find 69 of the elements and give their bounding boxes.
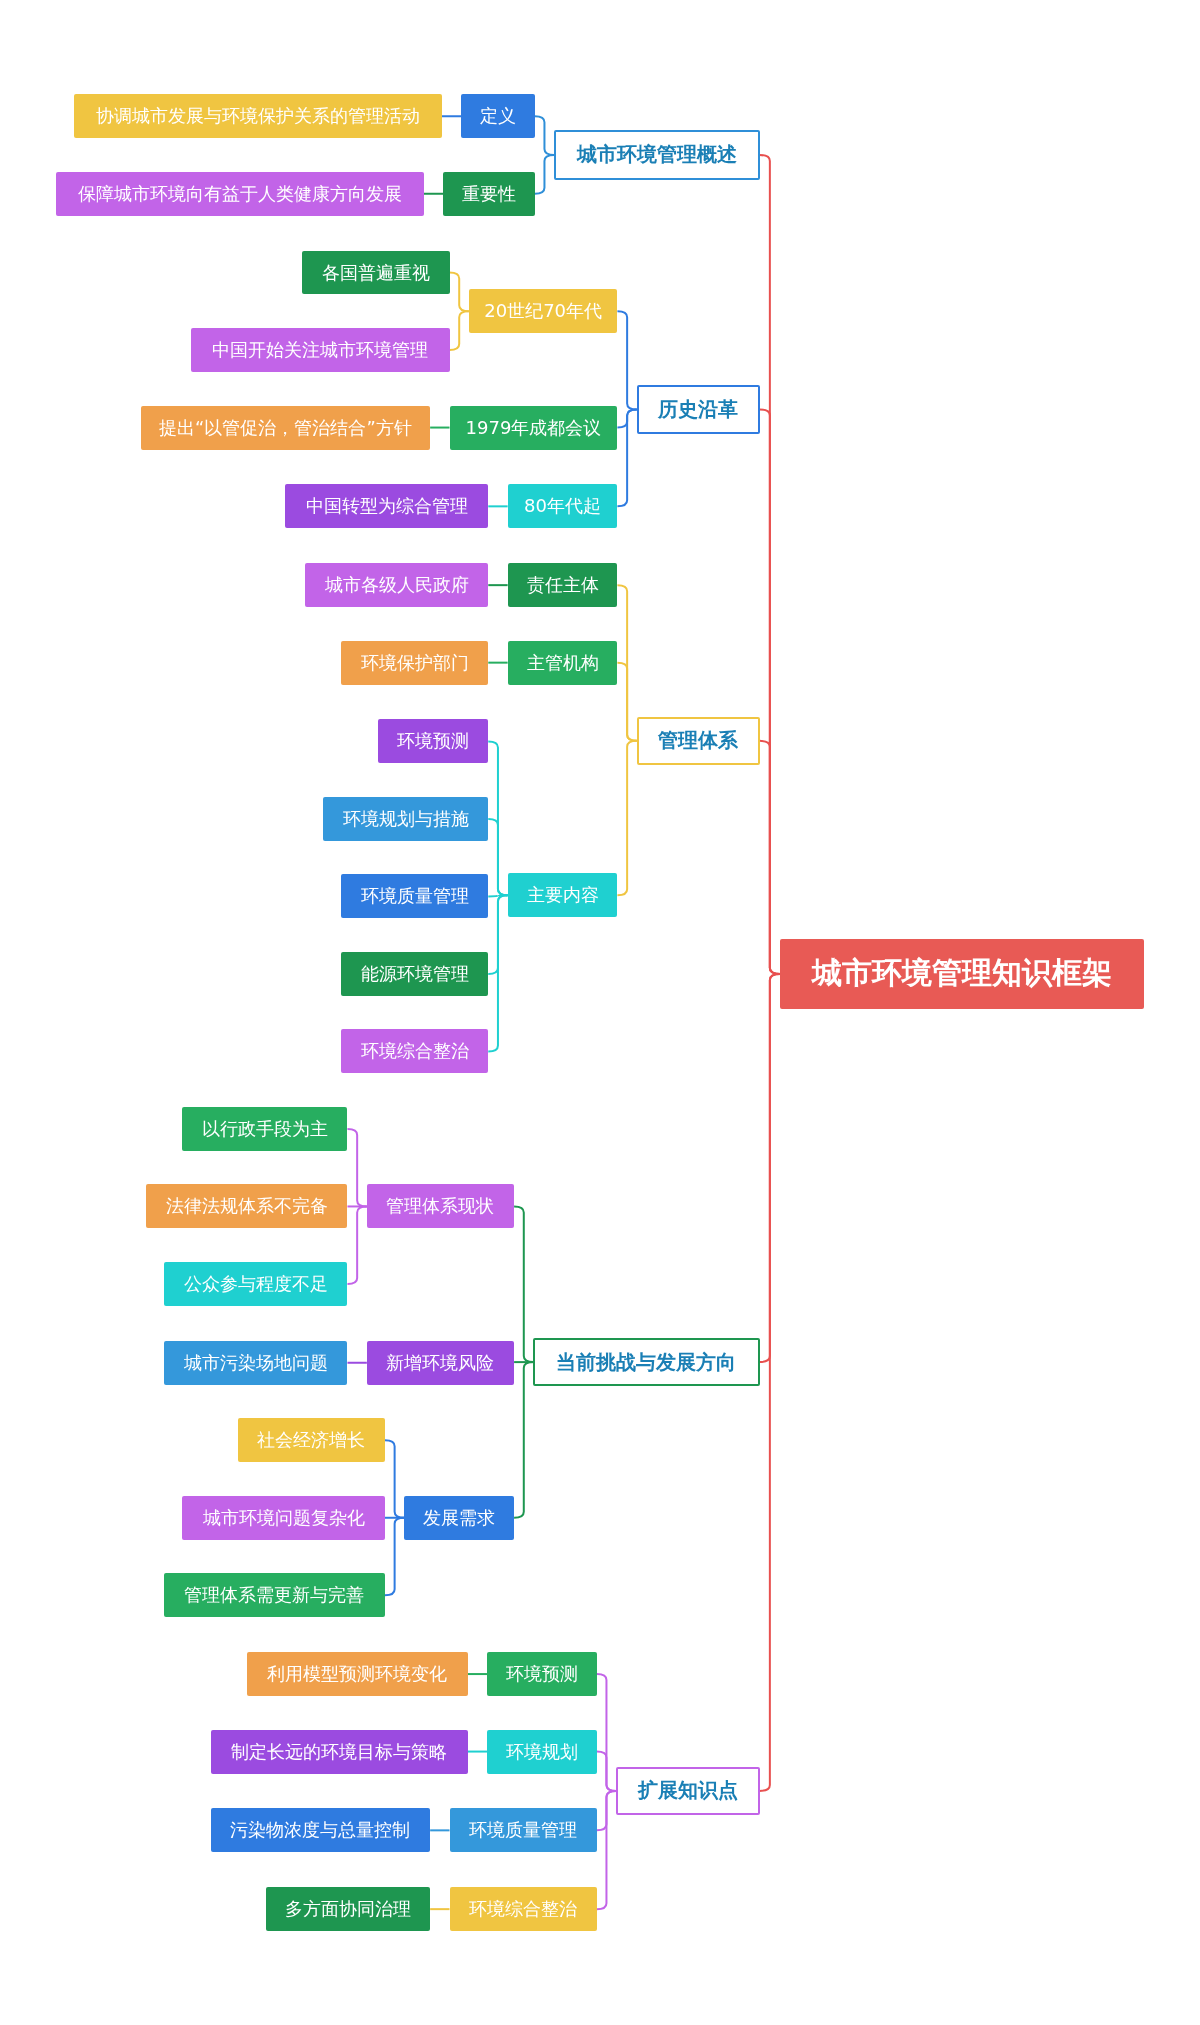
subtopic-box: 环境规划与措施	[322, 797, 489, 841]
subtopic-box: 管理体系现状	[366, 1184, 515, 1229]
subtopic-box: 定义	[461, 94, 535, 139]
subtopic-box: 重要性	[443, 171, 535, 216]
subtopic-box: 环境规划	[486, 1729, 597, 1774]
subtopic-box: 法律法规体系不完备	[145, 1184, 348, 1229]
subtopic-box: 社会经济增长	[237, 1418, 385, 1463]
root-topic-box: 城市环境管理知识框架	[780, 939, 1145, 1009]
subtopic-box: 能源环境管理	[341, 952, 489, 996]
topic-box: 扩展知识点	[616, 1767, 760, 1815]
connector-line	[616, 310, 638, 411]
connector-line	[448, 310, 470, 352]
connector-line	[533, 154, 556, 195]
subtopic-box: 环境预测	[486, 1652, 597, 1696]
subtopic-box: 20世纪70年代	[468, 289, 618, 334]
connector-line	[346, 1205, 368, 1208]
connector-line	[422, 192, 445, 195]
connector-line	[487, 661, 509, 664]
connector-line	[429, 1829, 451, 1832]
connector-line	[383, 1516, 406, 1597]
connector-line	[758, 972, 782, 1792]
connector-line	[440, 115, 463, 118]
topic-box: 城市环境管理概述	[554, 130, 760, 180]
subtopic-box: 多方面协同治理	[266, 1887, 431, 1932]
connector-line	[487, 584, 509, 587]
topic-box: 管理体系	[636, 716, 760, 765]
connector-line	[595, 1789, 618, 1911]
subtopic-box: 发展需求	[404, 1495, 515, 1540]
connector-line	[429, 1908, 451, 1911]
subtopic-box: 各国普遍重视	[302, 250, 450, 295]
connector-line	[487, 505, 509, 508]
connector-line	[448, 271, 470, 313]
connector-line	[616, 739, 638, 897]
subtopic-box: 环境预测	[378, 719, 489, 764]
connector-line	[429, 426, 451, 429]
subtopic-box: 主要内容	[507, 873, 618, 918]
subtopic-box: 利用模型预测环境变化	[246, 1652, 468, 1696]
connector-line	[616, 408, 638, 508]
subtopic-box: 环境保护部门	[341, 640, 489, 685]
subtopic-box: 80年代起	[507, 484, 618, 529]
subtopic-box: 责任主体	[507, 563, 618, 608]
subtopic-box: 城市污染场地问题	[164, 1340, 348, 1385]
connector-line	[513, 1361, 535, 1519]
subtopic-box: 1979年成都会议	[449, 405, 618, 450]
subtopic-box: 环境质量管理	[449, 1808, 597, 1853]
subtopic-box: 制定长远的环境目标与策略	[210, 1729, 468, 1774]
subtopic-box: 新增环境风险	[366, 1340, 515, 1385]
subtopic-box: 主管机构	[507, 640, 618, 685]
topic-box: 当前挑战与发展方向	[533, 1338, 760, 1386]
topic-box: 历史沿革	[636, 384, 760, 434]
connector-line	[466, 1673, 488, 1676]
subtopic-box: 城市各级人民政府	[304, 563, 489, 608]
subtopic-box: 中国转型为综合管理	[285, 484, 489, 529]
connector-line	[346, 1205, 368, 1285]
subtopic-box: 管理体系需更新与完善	[164, 1573, 385, 1618]
subtopic-box: 环境质量管理	[341, 874, 489, 919]
subtopic-box: 污染物浓度与总量控制	[210, 1808, 431, 1853]
subtopic-box: 中国开始关注城市环境管理	[191, 328, 450, 372]
subtopic-box: 提出“以管促治，管治结合”方针	[140, 405, 431, 450]
subtopic-box: 以行政手段为主	[182, 1107, 348, 1151]
subtopic-box: 保障城市环境向有益于人类健康方向发展	[55, 171, 424, 216]
subtopic-box: 公众参与程度不足	[164, 1262, 348, 1306]
connector-line	[487, 894, 509, 1053]
connector-line	[346, 1361, 368, 1364]
subtopic-box: 环境综合整治	[341, 1029, 489, 1074]
subtopic-box: 协调城市发展与环境保护关系的管理活动	[73, 94, 442, 139]
connector-line	[466, 1750, 488, 1753]
subtopic-box: 环境综合整治	[449, 1887, 597, 1932]
subtopic-box: 城市环境问题复杂化	[182, 1495, 385, 1540]
